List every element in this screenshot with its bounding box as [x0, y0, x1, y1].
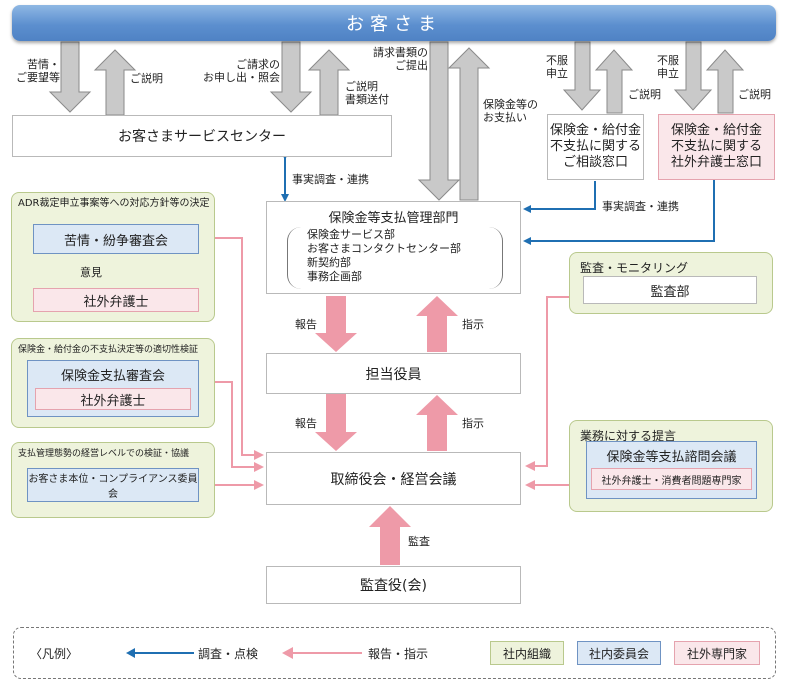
- payment-management-dept: 保険金等支払管理部門 保険金サービス部 お客さまコンタクトセンター部 新契約部 …: [266, 201, 521, 294]
- audit-monitoring-title: 監査・モニタリング: [580, 261, 689, 275]
- compliance-committee: お客さま本位・コンプライアンス委員会: [27, 468, 199, 502]
- label-fact-check-right: 事実調査・連携: [602, 200, 679, 213]
- legend-report: 報告・指示: [368, 647, 429, 661]
- service-center-box: お客さまサービスセンター: [12, 115, 392, 157]
- label-payment: 保険金等の お支払い: [483, 98, 538, 124]
- external-lawyer-adr: 社外弁護士: [33, 288, 199, 312]
- arrow-explain2-up: [594, 49, 634, 114]
- label-dissat2: 不服 申立: [657, 54, 679, 80]
- arrow-audit-up: [369, 506, 411, 565]
- external-lawyer-nonpay: 社外弁護士: [35, 388, 191, 410]
- customers-banner: お客さま: [12, 5, 776, 41]
- legend-investigate: 調査・点検: [198, 647, 259, 661]
- label-explain2: ご説明: [628, 88, 661, 101]
- arrow-payment-up: [447, 47, 491, 201]
- legend-blue-arrow-icon: [126, 648, 194, 658]
- arrow-complaints-down: [48, 41, 92, 113]
- arrow-adr-to-board: [199, 237, 264, 460]
- label-submit-docs: 請求書類の ご提出: [373, 46, 428, 72]
- dept-list: 保険金サービス部 お客さまコンタクトセンター部 新契約部 事務企画部: [307, 228, 461, 284]
- posture-group-title: 支払管理態勢の経営レベルでの検証・協議: [18, 449, 190, 459]
- arrow-audit-to-board: [525, 296, 583, 471]
- arrow-explain-docs-up: [307, 49, 351, 116]
- dept-item: 保険金サービス部: [307, 228, 395, 241]
- label-audit: 監査: [408, 535, 430, 548]
- label-instruct2: 指示: [462, 417, 484, 430]
- payment-review-committee-label: 保険金支払審査会: [60, 369, 165, 384]
- arrow-instruct1-up: [416, 296, 458, 352]
- label-dissat1: 不服 申立: [546, 54, 568, 80]
- legend: 〈凡例〉 調査・点検 報告・指示 社内組織 社内委員会 社外専門家: [13, 627, 776, 679]
- board-management-meeting: 取締役会・経営会議: [266, 452, 521, 505]
- label-instruct1: 指示: [462, 318, 484, 331]
- label-report2: 報告: [295, 417, 317, 430]
- arrow-explain3-up: [705, 49, 745, 114]
- dept-item: 新契約部: [307, 256, 351, 269]
- advice-group-title: 業務に対する提言: [580, 429, 677, 443]
- nonpay-group-title: 保険金・給付金の不支払決定等の適切性検証: [18, 345, 199, 355]
- arrow-dissat1-down: [562, 41, 602, 111]
- arrow-nonpay-to-board: [199, 381, 264, 472]
- arrow-report1-down: [315, 296, 357, 352]
- mgmt-title: 保険金等支払管理部門: [328, 211, 459, 226]
- advisory-council-label: 保険金等支払諮問会議: [606, 450, 737, 465]
- label-requests: ご請求の お申し出・照会: [203, 58, 280, 84]
- arrow-dissat2-down: [673, 41, 713, 111]
- internal-audit-dept: 監査部: [583, 276, 757, 304]
- arrow-instruct2-up: [416, 395, 458, 451]
- dept-item: お客さまコンタクトセンター部: [307, 242, 461, 255]
- arrow-consult-external: [523, 180, 715, 245]
- arrow-explain1-up: [93, 49, 137, 116]
- dept-bracket: [287, 227, 503, 289]
- label-complaints: 苦情・ ご要望等: [16, 58, 60, 84]
- label-explain3: ご説明: [738, 88, 771, 101]
- legend-title: 〈凡例〉: [30, 647, 79, 661]
- complaint-dispute-committee: 苦情・紛争審査会: [33, 224, 199, 254]
- arrow-report2-down: [315, 394, 357, 451]
- label-explain-docs: ご説明 書類送付: [345, 80, 389, 106]
- legend-internal-committee: 社内委員会: [577, 641, 661, 665]
- legend-internal-org: 社内組織: [490, 641, 564, 665]
- legend-external-expert: 社外専門家: [674, 641, 760, 665]
- auditor-board: 監査役(会): [266, 566, 521, 604]
- label-report1: 報告: [295, 318, 317, 331]
- arrow-requests-down: [269, 41, 313, 113]
- external-experts: 社外弁護士・消費者問題専門家: [591, 468, 752, 490]
- label-opinion: 意見: [80, 266, 102, 279]
- adr-group-title: ADR裁定申立事案等への対応方針等の決定: [18, 198, 210, 209]
- dept-item: 事務企画部: [307, 270, 362, 283]
- officer-in-charge: 担当役員: [266, 353, 521, 394]
- arrow-consult-internal: [523, 181, 596, 213]
- arrow-submit-docs-down: [417, 41, 461, 201]
- label-explain1: ご説明: [130, 72, 163, 85]
- consult-external-box: 保険金・給付金 不支払に関する 社外弁護士窓口: [658, 114, 775, 180]
- legend-pink-arrow-icon: [282, 647, 362, 659]
- label-fact-check-left: 事実調査・連携: [292, 173, 369, 186]
- consult-internal-box: 保険金・給付金 不支払に関する ご相談窓口: [547, 114, 644, 180]
